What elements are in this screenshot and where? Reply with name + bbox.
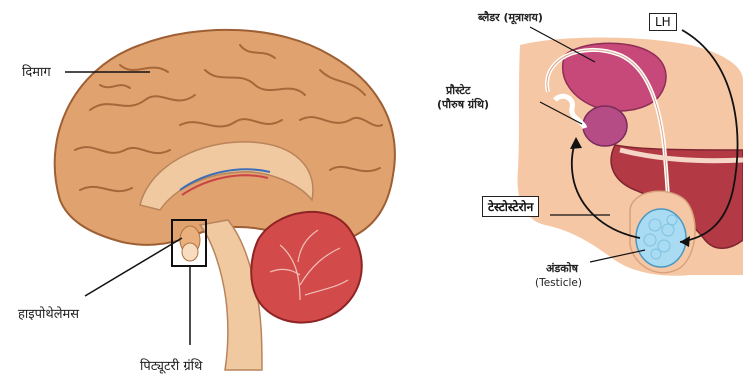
- hypothalamus-label: हाइपोथेलेमस: [18, 304, 79, 322]
- testicle-label-hindi: अंडकोष: [546, 262, 578, 276]
- reproductive-illustration: [517, 27, 743, 276]
- brain-illustration: [55, 30, 395, 370]
- cerebellum: [251, 212, 362, 323]
- brain-label: दिमाग: [22, 62, 51, 80]
- hypothalamus-leader-line: [85, 238, 182, 296]
- brain-cerebrum: [55, 30, 395, 245]
- testicle-label-english: (Testicle): [535, 277, 582, 289]
- lh-label-box: LH: [649, 13, 677, 31]
- testosterone-label-box: टेस्टोस्टेरोन: [482, 196, 539, 217]
- prostate: [583, 106, 627, 146]
- bladder-label: ब्लैडर (मूत्राशय): [478, 11, 543, 25]
- pituitary-label: पिट्यूटरी ग्रंथि: [140, 356, 202, 374]
- prostate-label-line1: प्रौस्टेट: [446, 84, 470, 98]
- testicle: [636, 209, 686, 267]
- prostate-label-line2: (पौरुष ग्रंथि): [437, 98, 489, 112]
- brainstem: [200, 220, 262, 370]
